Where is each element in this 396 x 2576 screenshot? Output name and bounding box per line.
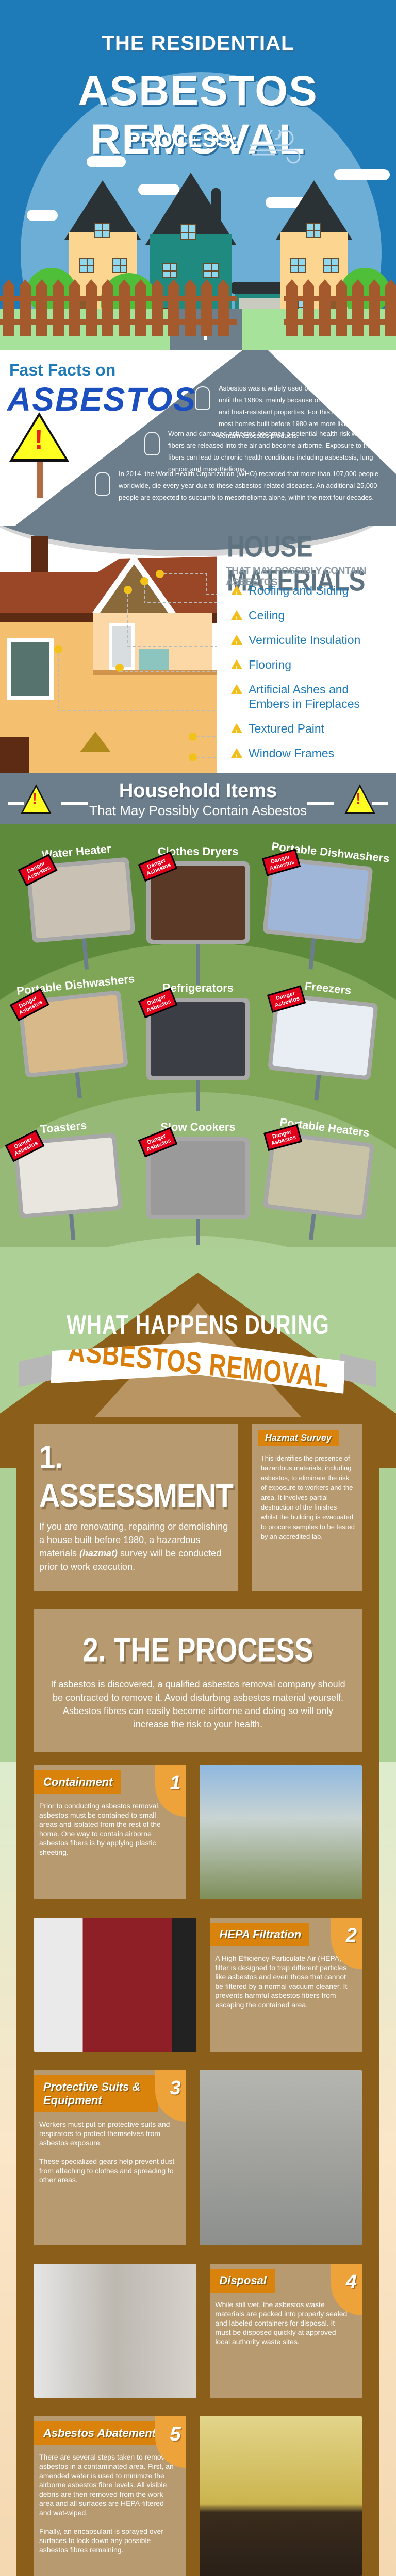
respirator-icon bbox=[144, 432, 160, 455]
assessment-text: If you are renovating, repairing or demo… bbox=[39, 1521, 228, 1572]
material-item: Window Frames bbox=[231, 746, 386, 764]
step-title: HEPA Filtration bbox=[210, 1923, 310, 1946]
step-containment: 1 Containment Prior to conducting asbest… bbox=[34, 1765, 186, 1899]
material-item: Vermiculite Insulation bbox=[231, 633, 386, 651]
wind-icon bbox=[250, 130, 301, 164]
material-item: Roofing and Siding bbox=[231, 583, 386, 601]
divider bbox=[372, 802, 388, 805]
warning-icon bbox=[231, 585, 242, 601]
warning-icon bbox=[231, 659, 242, 675]
disposal-photo bbox=[34, 2264, 197, 2398]
respirator-icon bbox=[95, 472, 110, 496]
item-photo bbox=[267, 860, 369, 940]
tree bbox=[340, 268, 390, 314]
hepa-filtration-photo bbox=[34, 1918, 197, 2052]
material-item: Ceiling bbox=[231, 608, 386, 626]
step-protective-suits: 3 Protective Suits & Equipment Workers m… bbox=[34, 2070, 186, 2245]
fact-item: Worn and damaged asbestos becomes a pote… bbox=[144, 428, 385, 475]
fence-left bbox=[3, 279, 229, 336]
hero-title-line1: THE RESIDENTIAL bbox=[102, 32, 294, 55]
cloud bbox=[27, 210, 58, 221]
hazmat-survey-panel: Hazmat Survey This identifies the presen… bbox=[251, 1424, 362, 1591]
item-photo bbox=[272, 997, 374, 1076]
warning-icon bbox=[231, 610, 242, 626]
hero-section: THE RESIDENTIAL ASBESTOS REMOVAL PROCESS… bbox=[0, 0, 396, 350]
fast-facts-title: Fast Facts on bbox=[9, 361, 116, 379]
cloud bbox=[334, 169, 390, 180]
hazmat-survey-text: This identifies the presence of hazardou… bbox=[260, 1454, 355, 1540]
fact-item: Asbestos was a widely used building mate… bbox=[195, 382, 363, 442]
warning-sign-icon: ! bbox=[344, 784, 375, 814]
the-process-panel: 2. THE PROCESS If asbestos is discovered… bbox=[34, 1609, 362, 1752]
divider bbox=[8, 802, 24, 805]
fast-facts-asbestos-title: ASBESTOS bbox=[7, 381, 196, 418]
respirator-icon bbox=[195, 386, 210, 410]
step-hepa-filtration: 2 HEPA Filtration A High Efficiency Part… bbox=[210, 1918, 362, 2052]
assessment-title: 1. ASSESSMENT bbox=[39, 1438, 234, 1514]
hero-title-line3: PROCESS: bbox=[126, 129, 239, 151]
fact-item: In 2014, the World Health Organization (… bbox=[95, 468, 387, 503]
assessment-panel: 1. ASSESSMENT If you are renovating, rep… bbox=[34, 1424, 238, 1591]
warning-sign-icon: ! bbox=[21, 784, 52, 814]
divider bbox=[307, 802, 334, 805]
tree bbox=[27, 268, 76, 314]
fence-right bbox=[286, 279, 396, 336]
warning-icon bbox=[231, 723, 242, 739]
step-asbestos-abatement: 5 Asbestos Abatement There are several s… bbox=[34, 2416, 186, 2576]
household-items-title: Household Items bbox=[119, 780, 277, 802]
the-process-title: 2. THE PROCESS bbox=[82, 1632, 314, 1669]
abatement-photo bbox=[199, 2416, 362, 2576]
material-item: Pipe insulation bbox=[231, 771, 386, 773]
the-process-text: If asbestos is discovered, a qualified a… bbox=[51, 1679, 345, 1730]
material-item: Flooring bbox=[231, 657, 386, 675]
item-photo bbox=[151, 1002, 245, 1076]
household-items-header: ! ! Household Items That May Possibly Co… bbox=[0, 773, 396, 824]
cloud bbox=[87, 156, 126, 167]
step-title: Asbestos Abatement bbox=[34, 2421, 164, 2445]
warning-sign-icon: ! bbox=[9, 412, 69, 498]
protective-suits-photo bbox=[199, 2070, 362, 2245]
house-materials-title: HOUSE MATERIALS bbox=[227, 531, 365, 598]
process-body: 1. ASSESSMENT If you are renovating, rep… bbox=[16, 1417, 380, 2576]
containment-photo bbox=[199, 1765, 362, 1899]
step-disposal: 4 Disposal While still wet, the asbestos… bbox=[210, 2264, 362, 2398]
hazmat-survey-title: Hazmat Survey bbox=[257, 1430, 339, 1446]
process-roof: WHAT HAPPENS DURING ASBESTOS REMOVAL PRO… bbox=[0, 1247, 396, 1468]
item-photo bbox=[151, 1141, 245, 1215]
process-heading-line1: WHAT HAPPENS DURING bbox=[67, 1310, 329, 1340]
household-items-subtitle: That May Possibly Contain Asbestos bbox=[89, 803, 307, 818]
fast-facts-section: Fast Facts on ASBESTOS ! Asbestos was a … bbox=[0, 350, 396, 526]
step-title: Protective Suits & Equipment bbox=[34, 2075, 158, 2112]
warning-icon bbox=[231, 635, 242, 651]
house-cutaway-illustration bbox=[0, 536, 217, 773]
step-title: Disposal bbox=[210, 2269, 275, 2293]
house-materials-list: Roofing and Siding Ceiling Vermiculite I… bbox=[231, 583, 386, 773]
material-item: Textured Paint bbox=[231, 721, 386, 739]
step-title: Containment bbox=[34, 1770, 121, 1794]
divider bbox=[61, 802, 88, 805]
house-materials-section: HOUSE MATERIALS THAT MAY POSSIBLY CONTAI… bbox=[0, 526, 396, 773]
material-item: Artificial Ashes and Embers in Fireplace… bbox=[231, 682, 386, 711]
removal-process-section: WHAT HAPPENS DURING ASBESTOS REMOVAL PRO… bbox=[0, 1247, 396, 2576]
warning-icon bbox=[231, 684, 242, 700]
item-photo bbox=[267, 1136, 370, 1216]
item-photo bbox=[151, 866, 245, 940]
warning-icon bbox=[231, 748, 242, 764]
